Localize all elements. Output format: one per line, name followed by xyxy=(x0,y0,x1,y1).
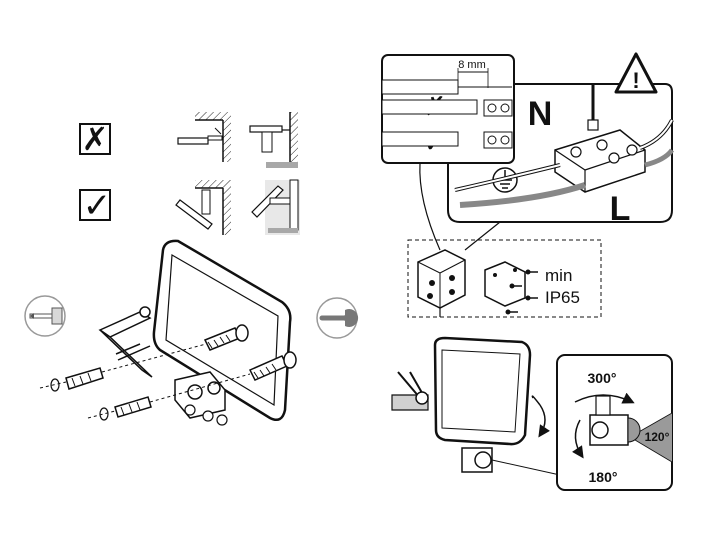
wall-plug-upper xyxy=(50,367,104,392)
wrench-icon xyxy=(316,297,359,339)
live-label: L xyxy=(610,190,631,228)
right-mount-ceiling xyxy=(175,180,231,235)
screw-right xyxy=(248,351,297,381)
neutral-label: N xyxy=(528,95,553,133)
sensor-angle-label: 120° xyxy=(645,430,670,444)
wiring-panel: ! N L xyxy=(381,52,675,251)
terminal-block xyxy=(554,84,646,193)
rotation-panel: 120° 300° 180° xyxy=(391,336,673,491)
right-mark: ✓ xyxy=(83,187,112,225)
screw-top xyxy=(203,324,249,351)
strip-length-label: 8 mm xyxy=(458,59,486,71)
alignment-lines xyxy=(39,343,251,419)
check-box-icon: ✓ xyxy=(79,187,112,225)
right-mount-wall xyxy=(251,179,300,235)
wall-plug-lower xyxy=(99,396,152,421)
rotation-horizontal-label: 300° xyxy=(588,370,617,386)
floodlight xyxy=(98,239,292,426)
rotation-vertical-label: 180° xyxy=(589,469,618,485)
drill-icon xyxy=(24,295,66,337)
wall-mount-panel xyxy=(24,239,297,426)
junction-box-panel: min IP65 xyxy=(407,239,602,318)
mounting-orientation-panel: ✗ ✓ xyxy=(79,112,300,235)
warning-triangle-icon: ! xyxy=(614,52,658,94)
sensor-detail-inset: 120° 300° 180° xyxy=(556,354,673,491)
wrong-mount-upward xyxy=(249,112,298,168)
strip-length-inset: 8 mm ✗ ✓ xyxy=(381,54,515,164)
warning-mark: ! xyxy=(632,68,639,93)
rating-ip-label: IP65 xyxy=(545,288,580,307)
cross-box-icon: ✗ xyxy=(79,121,111,157)
rating-min-label: min xyxy=(545,266,572,285)
wrong-mount-ceiling xyxy=(177,112,231,162)
wrong-mark: ✗ xyxy=(82,121,109,157)
